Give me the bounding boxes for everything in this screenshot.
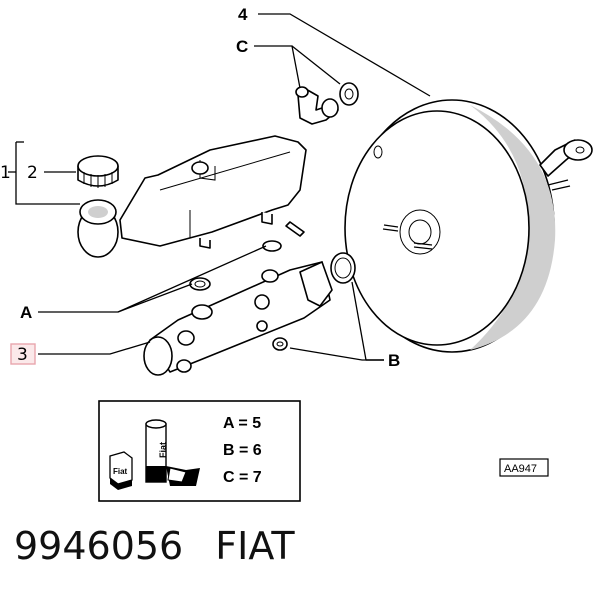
callout-3-highlight [10, 343, 36, 365]
leader-lines [8, 13, 431, 361]
can-label: Fiat [158, 442, 168, 458]
part-caption: 9946056 FIAT [14, 524, 327, 568]
callout-3: 3 [17, 345, 28, 365]
box-label: Fiat [113, 467, 128, 476]
torque-legend: Fiat Fiat A = 5 B = 6 C = 7 [98, 400, 301, 502]
part-number: 9946056 [14, 524, 184, 568]
legend-line-b: B = 6 [223, 442, 262, 459]
reservoir-cap [77, 155, 119, 188]
brand-name: FIAT [215, 524, 295, 568]
reference-code-box: AA947 [499, 458, 549, 477]
threadlocker-can-icon: Fiat [145, 419, 168, 483]
brake-booster [344, 99, 593, 353]
callout-1: 1 [0, 163, 11, 183]
callout-a: A [20, 303, 32, 322]
master-cylinder [143, 261, 333, 376]
callout-b: B [388, 351, 400, 370]
callout-c: C [236, 37, 248, 56]
legend-line-a: A = 5 [223, 415, 261, 432]
reference-code: AA947 [504, 463, 537, 475]
callout-4: 4 [238, 5, 248, 24]
sealant-box-icon: Fiat [109, 451, 200, 490]
banjo-fitting [295, 82, 359, 125]
legend-line-c: C = 7 [223, 469, 262, 486]
seal-rings [189, 240, 356, 291]
callout-2: 2 [27, 163, 38, 183]
fluid-reservoir [77, 135, 307, 258]
